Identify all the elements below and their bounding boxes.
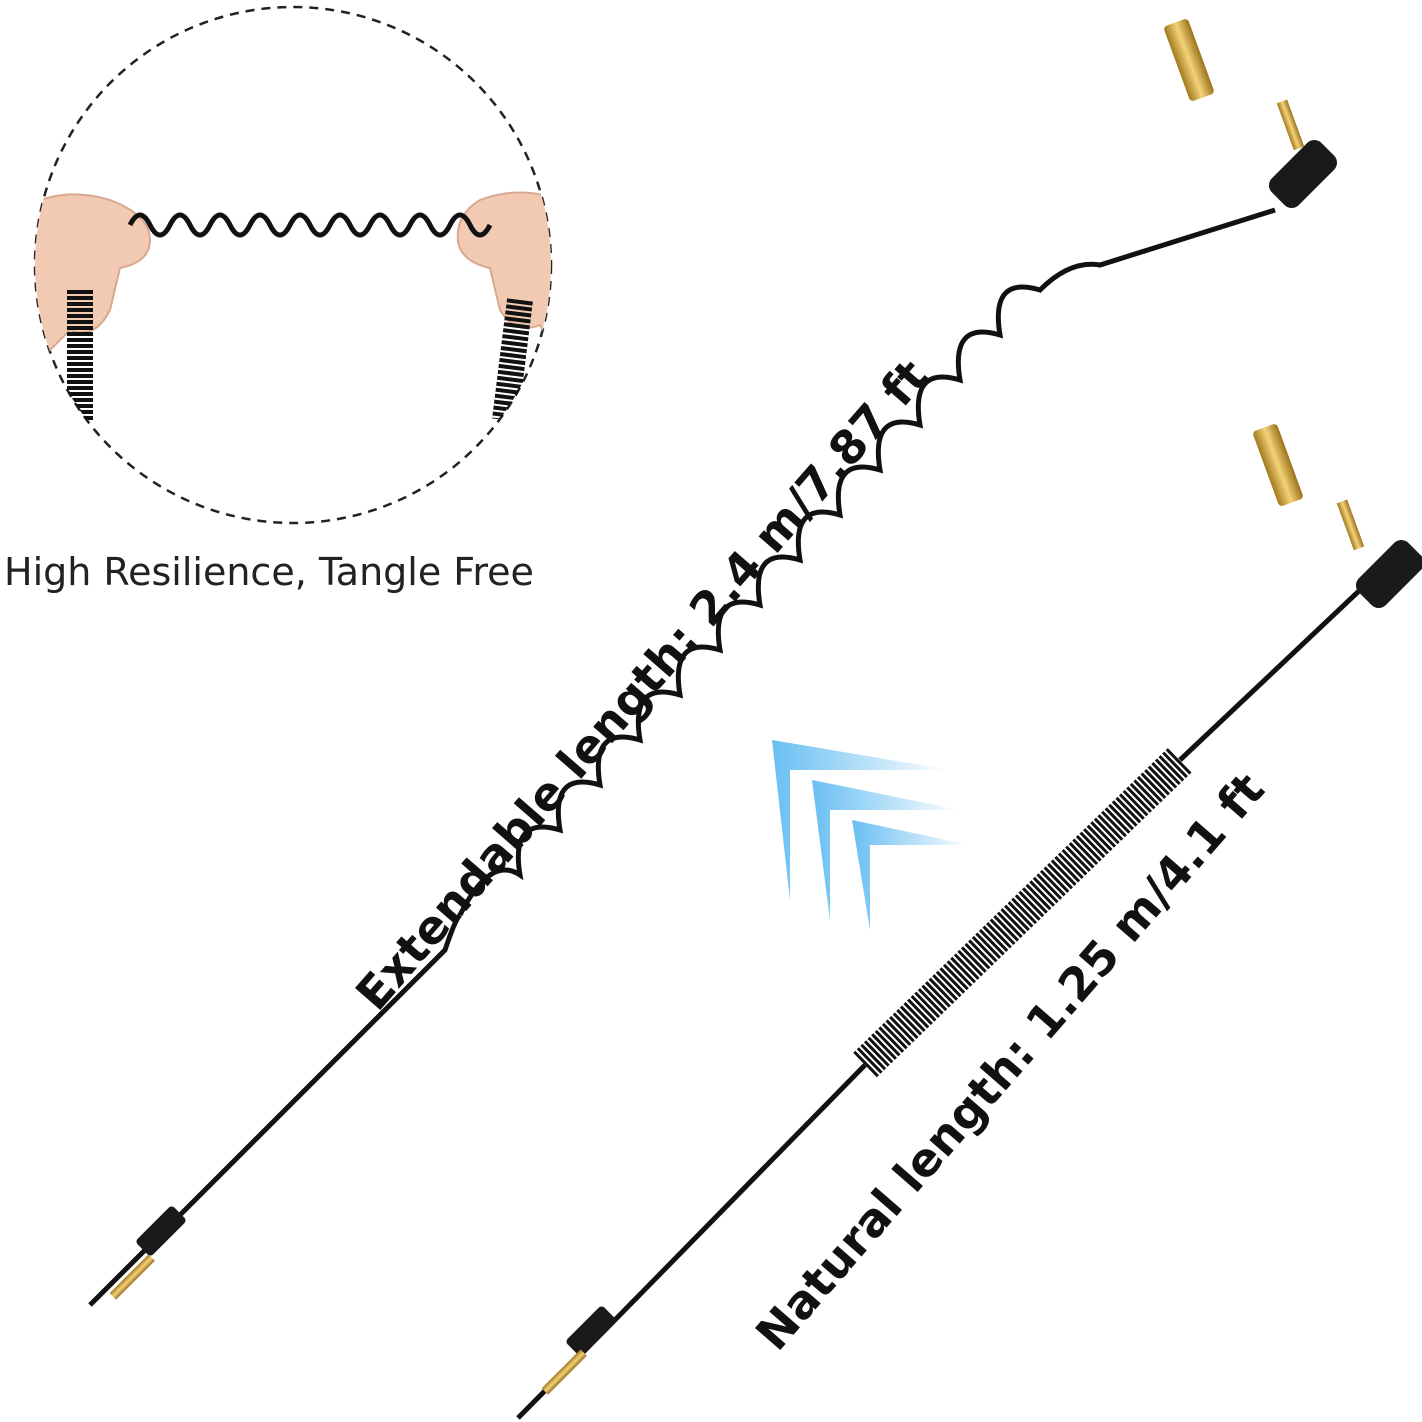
extended-cable bbox=[88, 19, 1338, 1307]
natural-cable bbox=[516, 424, 1422, 1420]
feature-caption: High Resilience, Tangle Free bbox=[4, 550, 534, 594]
left-hand bbox=[35, 193, 152, 383]
stretched-coil bbox=[127, 212, 493, 238]
detail-circle bbox=[33, 5, 553, 525]
right-tight-coil bbox=[492, 298, 533, 422]
stretch-arrow-icon bbox=[772, 740, 970, 930]
